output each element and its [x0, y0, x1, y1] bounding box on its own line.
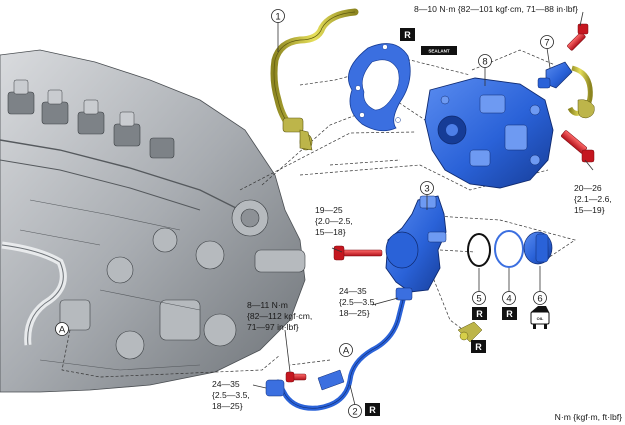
replace-badge-fitting: R: [471, 340, 486, 353]
svg-text:2: 2: [352, 406, 357, 417]
pump-gasket: [348, 43, 411, 132]
callout-7: 7: [540, 35, 554, 49]
callout-4: 4: [502, 291, 516, 305]
part-2-oil-pipe: [265, 287, 413, 411]
torque-right: 20—26 {2.1—2.6, 15—19}: [574, 183, 612, 215]
svg-text:19—25: 19—25: [315, 205, 343, 215]
part-8-pump-housing: [424, 77, 554, 189]
svg-text:{2.0—2.5,: {2.0—2.5,: [315, 216, 353, 226]
callout-3: 3: [420, 181, 434, 195]
svg-text:15—19}: 15—19}: [574, 205, 605, 215]
svg-text:18—25}: 18—25}: [339, 308, 370, 318]
svg-text:4: 4: [506, 293, 511, 304]
svg-text:A: A: [343, 345, 350, 356]
leader-lines: [252, 11, 594, 406]
svg-text:24—35: 24—35: [339, 286, 367, 296]
replace-badge-part-5: R: [472, 307, 487, 320]
svg-text:24—35: 24—35: [212, 379, 240, 389]
svg-text:6: 6: [537, 293, 542, 304]
svg-text:R: R: [476, 309, 483, 319]
svg-text:3: 3: [424, 183, 429, 194]
svg-text:OIL: OIL: [537, 316, 544, 321]
callout-a-right: A: [339, 343, 353, 357]
replace-badge-part-4: R: [502, 307, 517, 320]
torque-pump-bolt: 19—25 {2.0—2.5, 15—18}: [315, 205, 353, 237]
svg-text:R: R: [475, 342, 482, 352]
svg-text:7: 7: [544, 37, 549, 48]
engine-block: [0, 49, 306, 393]
part-4-ring: [494, 230, 524, 268]
svg-text:{2.1—2.6,: {2.1—2.6,: [574, 194, 612, 204]
callout-a-left: A: [55, 322, 69, 336]
svg-text:8: 8: [482, 56, 487, 67]
callout-6: 6: [533, 291, 547, 305]
torque-top: 8—10 N·m {82—101 kgf·cm, 71—88 in·lbf}: [414, 4, 578, 14]
svg-text:8—11 N·m: 8—11 N·m: [247, 300, 288, 310]
callout-8: 8: [478, 54, 492, 68]
bolt-lower-left: [285, 371, 307, 383]
svg-text:{2.5—3.5,: {2.5—3.5,: [339, 297, 377, 307]
replace-badge-gasket: R: [400, 28, 415, 41]
svg-text:71—97 in·lbf}: 71—97 in·lbf}: [247, 322, 299, 332]
yellow-fitting: [457, 321, 483, 343]
callout-5: 5: [472, 291, 486, 305]
svg-text:15—18}: 15—18}: [315, 227, 346, 237]
sealant-badge: SEALANT: [421, 46, 457, 55]
svg-text:5: 5: [476, 293, 481, 304]
torque-left: 8—11 N·m {82—112 kgf·cm, 71—97 in·lbf}: [247, 300, 312, 332]
svg-text:18—25}: 18—25}: [212, 401, 243, 411]
svg-text:1: 1: [275, 11, 280, 22]
torque-bottom: 24—35 {2.5—3.5, 18—25}: [212, 379, 250, 411]
svg-text:20—26: 20—26: [574, 183, 602, 193]
part-5-o-ring: [467, 233, 491, 267]
svg-text:SEALANT: SEALANT: [428, 49, 450, 54]
bolt-upper-right: [567, 23, 589, 51]
svg-text:R: R: [506, 309, 513, 319]
svg-text:R: R: [369, 405, 376, 415]
oil-can-icon: OIL: [530, 306, 550, 329]
svg-text:R: R: [404, 30, 411, 40]
torque-mid: 24—35 {2.5—3.5, 18—25}: [339, 286, 377, 318]
part-3-control-body: [385, 195, 447, 293]
part-7-sensor: [537, 61, 595, 119]
callout-2: 2: [348, 404, 362, 418]
svg-text:{82—112 kgf·cm,: {82—112 kgf·cm,: [247, 311, 312, 321]
svg-text:{2.5—3.5,: {2.5—3.5,: [212, 390, 250, 400]
replace-badge-part-2: R: [365, 403, 380, 416]
units-note: N·m {kgf·m, ft·lbf}: [555, 412, 622, 422]
part-6-filter-cap: [523, 231, 553, 265]
bolt-pump: [333, 245, 383, 261]
part-1-oil-pipe: [270, 8, 359, 151]
bolt-right: [561, 130, 595, 163]
svg-text:A: A: [59, 324, 66, 335]
callout-1: 1: [271, 9, 285, 23]
